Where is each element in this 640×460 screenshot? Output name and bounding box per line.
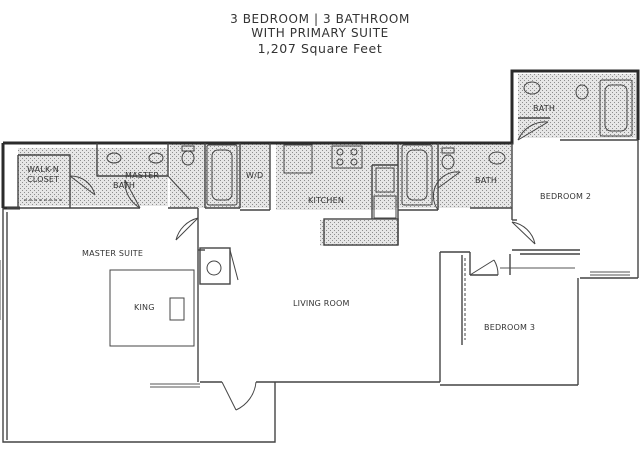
- walls: [2, 117, 639, 443]
- top-bath-label: BATH: [533, 104, 555, 113]
- king-bed-label: KING: [134, 303, 155, 312]
- master-bath-label-1: MASTER: [125, 171, 159, 180]
- master-suite-label: MASTER SUITE: [82, 249, 143, 258]
- master-bath-label-2: BATH: [113, 181, 135, 190]
- windows: [0, 260, 630, 388]
- kitchen-label: KITCHEN: [308, 196, 344, 205]
- wd-label: W/D: [246, 171, 263, 180]
- room-labels: WALK-N CLOSET MASTER BATH MASTER SUITE K…: [27, 104, 591, 332]
- bedroom-3-label: BEDROOM 3: [484, 323, 535, 332]
- doors: [69, 121, 549, 411]
- walk-in-closet-label-1: WALK-N: [27, 165, 59, 174]
- fixtures: [24, 79, 633, 347]
- walk-in-closet-label-2: CLOSET: [27, 175, 59, 184]
- center-bath-label: BATH: [475, 176, 497, 185]
- tile-floors: [18, 74, 636, 246]
- square-footage: 1,207 Square Feet: [257, 41, 383, 56]
- plan-subtitle: WITH PRIMARY SUITE: [251, 26, 389, 40]
- living-room-label: LIVING ROOM: [293, 299, 350, 308]
- bedroom-2-label: BEDROOM 2: [540, 192, 591, 201]
- plan-title: 3 BEDROOM | 3 BATHROOM: [230, 12, 410, 26]
